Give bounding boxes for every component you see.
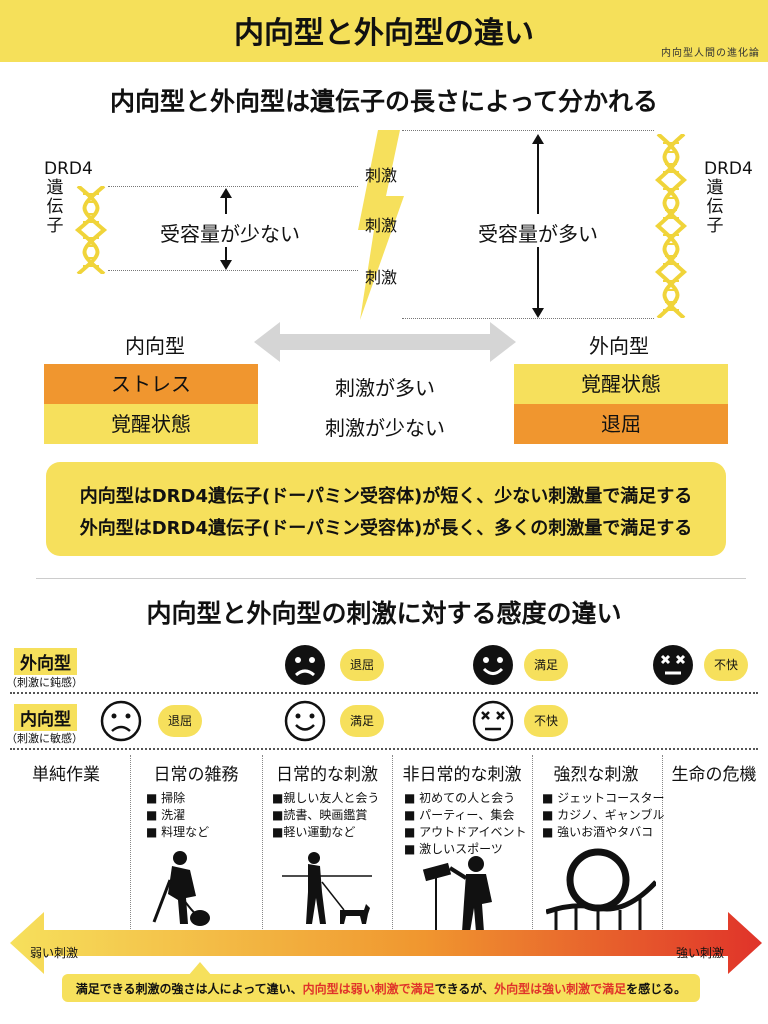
row-divider-bottom <box>10 748 758 750</box>
row-many-label: 刺激が多い <box>335 376 435 400</box>
column-divider <box>262 755 263 935</box>
summary-line-2: 外向型はDRD4遺伝子(ドーパミン受容体)が長く、多くの刺激量で満足する <box>79 518 693 539</box>
introvert-bored-bubble: 退屈 <box>158 705 203 737</box>
extrovert-few-box: 退屈 <box>514 404 728 444</box>
cleaning-person-icon <box>152 851 210 926</box>
stimulus-scale-arrow-icon <box>10 912 762 974</box>
short-top-line <box>108 186 358 187</box>
section1-title: 内向型と外向型は遺伝子の長さによって分かれる <box>109 87 658 116</box>
short-range-arrow-icon <box>220 188 232 270</box>
column-divider <box>392 755 393 935</box>
summary-box: 内向型はDRD4遺伝子(ドーパミン受容体)が短く、少ない刺激量で満足する 外向型… <box>46 462 726 556</box>
weak-stimulus-label: 弱い刺激 <box>30 946 79 960</box>
smile-face-icon <box>473 645 513 685</box>
summary-line-1: 内向型はDRD4遺伝子(ドーパミン受容体)が短く、少ない刺激量で満足する <box>79 486 693 507</box>
section-divider <box>36 578 746 579</box>
column-title-3: 非日常的な刺激 <box>402 765 522 785</box>
performer-icon <box>422 856 492 933</box>
extrovert-label: 外向型 <box>589 334 649 358</box>
list-item: ■ 初めての人と会う <box>404 791 516 805</box>
long-range-arrow-icon <box>532 134 544 318</box>
gene-label-left: DRD4遺伝子 <box>44 159 93 236</box>
list-item: ■親しい友人と会う <box>272 791 380 805</box>
list-item: ■ 強いお酒やタバコ <box>542 825 654 839</box>
extrovert-discomfort-bubble: 不快 <box>704 649 749 681</box>
extrovert-row-sub: （刺激に鈍感） <box>6 676 83 689</box>
list-item: ■軽い運動など <box>272 825 356 839</box>
extrovert-bored-bubble: 退屈 <box>340 649 385 681</box>
column-items-1: ■ 掃除 ■ 洗濯 ■ 料理など <box>146 790 209 841</box>
list-item: ■読書、映画鑑賞 <box>272 808 368 822</box>
column-title-5: 生命の危機 <box>671 765 757 785</box>
column-items-3: ■ 初めての人と会う ■ パーティー、集会 ■ アウトドアイベント ■ 激しいス… <box>404 790 527 858</box>
strong-stimulus-label: 強い刺激 <box>676 946 725 960</box>
stimulus-label-1: 刺激 <box>364 166 397 185</box>
lightning-icon <box>358 130 404 320</box>
extrovert-satisfied-bubble: 満足 <box>524 649 569 681</box>
dna-short-icon <box>74 186 108 274</box>
list-item: ■ アウトドアイベント <box>404 825 527 839</box>
list-item: ■ 激しいスポーツ <box>404 842 503 856</box>
extrovert-amount: 受容量が多い <box>466 218 610 247</box>
smile-face-outline-icon <box>284 700 326 742</box>
introvert-label: 内向型 <box>125 334 185 358</box>
introvert-amount: 受容量が少ない <box>150 218 310 247</box>
list-item: ■ 掃除 <box>146 791 186 805</box>
double-arrow-icon <box>254 322 516 362</box>
note-pointer-icon <box>188 962 212 976</box>
short-bottom-line <box>108 270 358 271</box>
list-item: ■ ジェットコースター <box>542 791 665 805</box>
dna-long-icon <box>654 134 688 318</box>
rollercoaster-icon <box>546 848 656 934</box>
list-item: ■ 洗濯 <box>146 808 186 822</box>
column-divider <box>130 755 131 935</box>
dizzy-face-icon <box>653 645 693 685</box>
column-title-1: 日常の雑務 <box>153 765 239 785</box>
introvert-few-box: 覚醒状態 <box>44 404 258 444</box>
list-item: ■ パーティー、集会 <box>404 808 515 822</box>
column-title-0: 単純作業 <box>32 765 100 785</box>
stimulus-label-2: 刺激 <box>364 216 397 235</box>
introvert-many-box: ストレス <box>44 364 258 404</box>
frown-face-icon <box>285 645 325 685</box>
gene-label-right: DRD4遺伝子 <box>704 159 753 236</box>
brand-mark: 内向型人間の進化論 <box>661 48 760 59</box>
row-few-label: 刺激が少ない <box>325 416 445 440</box>
stimulus-label-3: 刺激 <box>364 268 397 287</box>
column-title-2: 日常的な刺激 <box>276 765 378 785</box>
column-divider <box>532 755 533 935</box>
section2-title: 内向型と外向型の刺激に対する感度の違い <box>146 599 622 628</box>
header-bar <box>0 0 768 62</box>
walking-dog-icon <box>282 852 372 924</box>
introvert-row-sub: （刺激に敏感） <box>6 732 83 745</box>
page-title: 内向型と外向型の違い <box>234 16 534 51</box>
introvert-row-label: 内向型 <box>14 704 77 731</box>
introvert-discomfort-bubble: 不快 <box>524 705 569 737</box>
frown-face-outline-icon <box>100 700 142 742</box>
extrovert-many-box: 覚醒状態 <box>514 364 728 404</box>
long-top-line <box>402 130 654 131</box>
bottom-note: 満足できる刺激の強さは人によって違い、内向型は弱い刺激で満足できるが、外向型は強… <box>75 982 687 996</box>
list-item: ■ カジノ、ギャンブル <box>542 808 665 822</box>
list-item: ■ 料理など <box>146 825 210 839</box>
long-bottom-line <box>402 318 654 319</box>
dizzy-face-outline-icon <box>472 700 514 742</box>
column-divider <box>662 755 663 935</box>
introvert-satisfied-bubble: 満足 <box>340 705 385 737</box>
column-items-2: ■親しい友人と会う ■読書、映画鑑賞 ■軽い運動など <box>272 790 379 841</box>
column-title-4: 強烈な刺激 <box>553 765 639 785</box>
extrovert-row-label: 外向型 <box>14 648 77 675</box>
bottom-note-bar <box>62 974 700 1002</box>
row-divider <box>10 692 758 694</box>
column-items-4: ■ ジェットコースター ■ カジノ、ギャンブル ■ 強いお酒やタバコ <box>542 790 665 841</box>
